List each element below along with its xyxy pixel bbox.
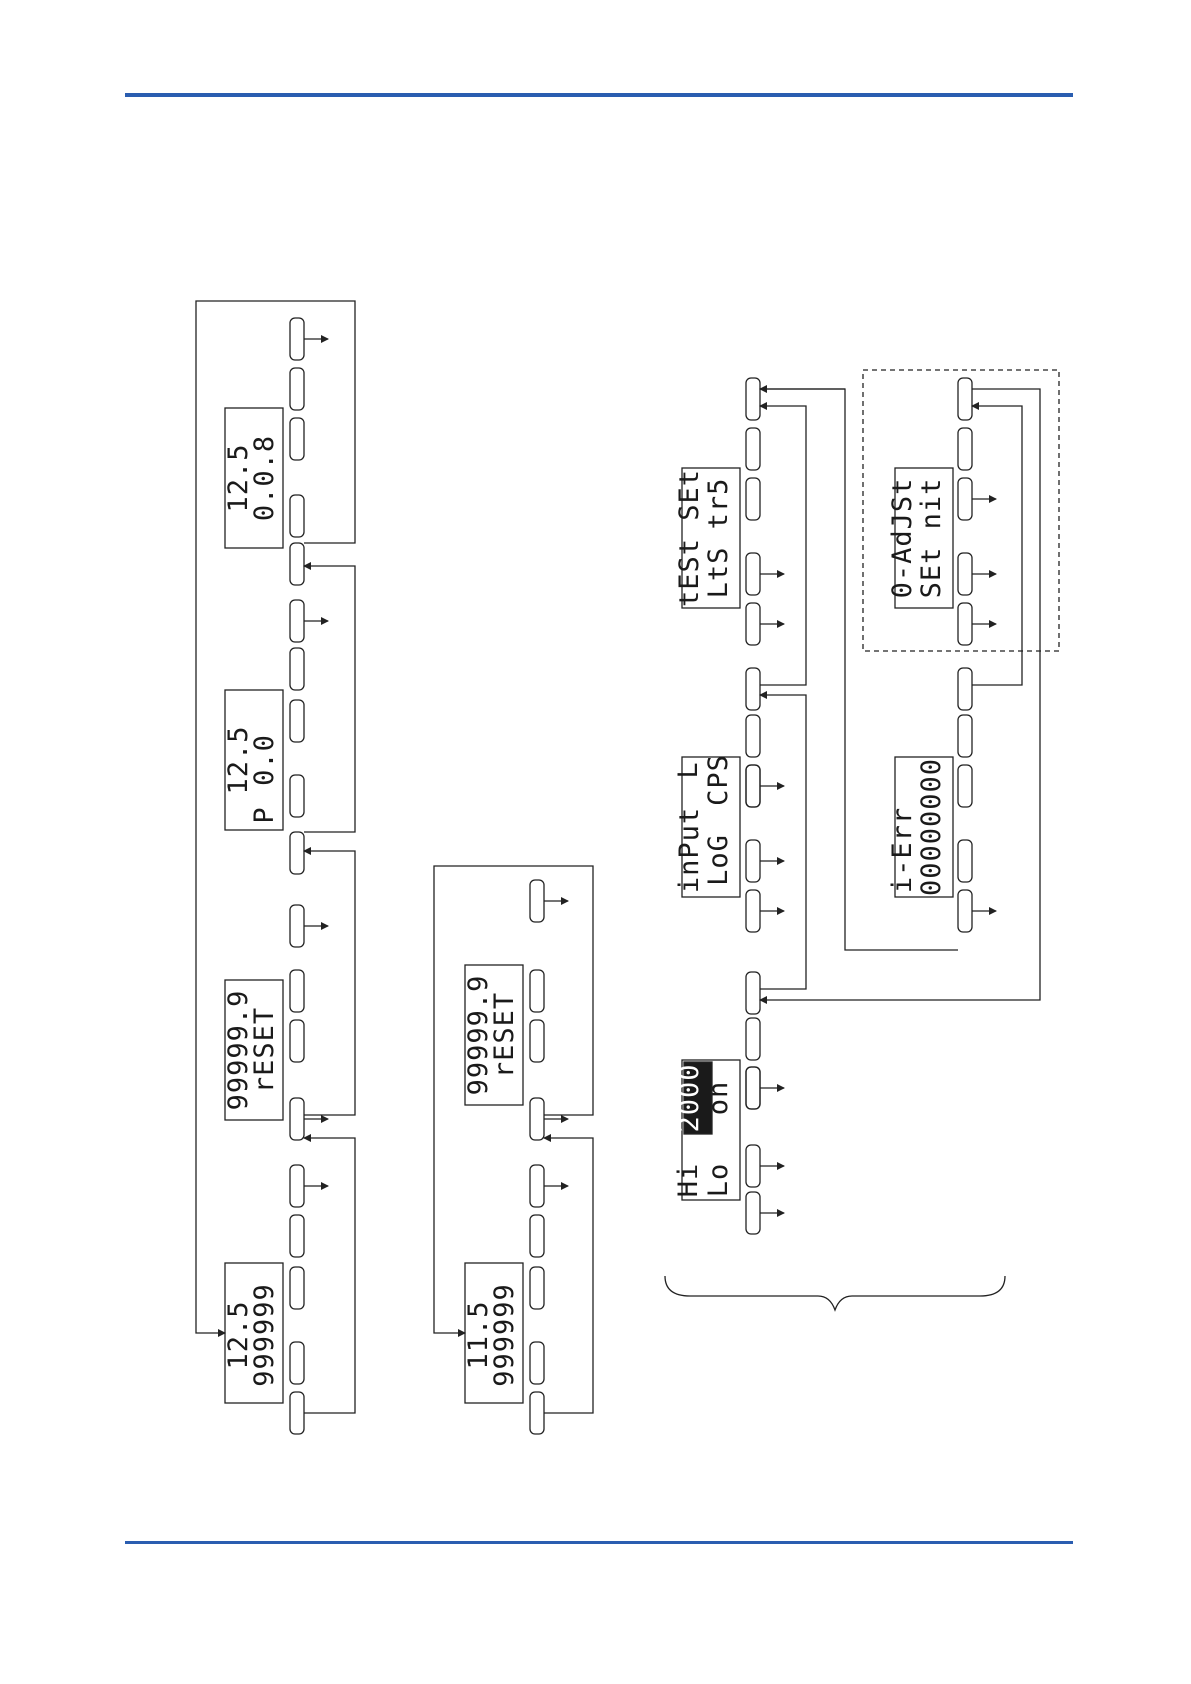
key-right-arrow [290,1098,304,1140]
lcd-line-4: Lo [703,1163,734,1198]
mode-key [290,1215,304,1257]
up-key [746,478,760,520]
key-right-arrow [746,603,760,645]
enter-key [290,832,304,874]
lcd-line-2: rESET [489,992,520,1078]
enter-key [530,1392,544,1434]
key-right-arrow [958,603,972,645]
up-key [746,765,760,807]
down-key [958,840,972,882]
key-right-arrow [746,765,760,807]
lcd-line-2: 0.0 [249,734,280,786]
up-key [958,765,972,807]
lcd-line-2: 999999 [489,1283,520,1387]
key-right-arrow [958,890,972,932]
enter-key [290,1392,304,1434]
key-right-arrow [290,318,304,360]
loop-path [972,406,1022,685]
lcd-line-2: 0.0.8 [249,435,280,521]
up-key [290,700,304,742]
curly-brace [665,1276,1005,1310]
mode-key [746,428,760,470]
mode-key [746,1067,760,1109]
key-right-arrow [746,840,760,882]
lcd-line-3: P [249,806,280,823]
mode-key [958,428,972,470]
up-key [290,1020,304,1062]
key-right-arrow [290,905,304,947]
key-right-arrow [530,1098,544,1140]
shift-key [530,1165,544,1207]
lcd-line-1: 2000 [674,1063,705,1132]
enter-key [746,378,760,420]
mode-key [746,715,760,757]
enter-key [958,378,972,420]
lcd-line-2: rESET [249,1007,280,1093]
lcd-line-1: 0-AdJSt [887,478,918,599]
up-key [746,1018,760,1060]
loop-path [544,1138,593,1413]
key-right-arrow [746,1192,760,1234]
key-right-arrow [746,1067,760,1109]
lcd-line-2: on [703,1081,734,1116]
enter-key [290,543,304,585]
mode-key [530,970,544,1012]
loop-path [304,1138,355,1413]
up-key [290,418,304,460]
down-key [290,495,304,537]
lcd-line-2: 00000000 [916,758,947,896]
loop-path [304,566,355,832]
key-right-arrow [746,1145,760,1187]
up-key [290,1267,304,1309]
key-right-arrow [290,600,304,642]
lcd-line-1: inPut [674,807,705,893]
key-right-arrow [958,553,972,595]
down-key [530,1342,544,1384]
key-right-arrow [746,553,760,595]
enter-key [746,668,760,710]
loop-path [760,406,806,685]
up-key [530,1020,544,1062]
enter-key [958,668,972,710]
down-key [290,775,304,817]
key-right-arrow [958,478,972,520]
lcd-line-2: SEt nit [916,478,947,599]
lcd-line-2: LoG [703,834,734,886]
shift-key [290,1165,304,1207]
mode-key [290,970,304,1012]
up-key [530,1267,544,1309]
lcd-line-2: 999999 [249,1283,280,1387]
lcd-line-4: CPS [703,754,734,806]
mode-key [290,648,304,690]
lcd-line-1: i-Err [887,807,918,893]
lcd-line-3: Hi [673,1163,704,1198]
down-key [290,1342,304,1384]
key-right-arrow [746,890,760,932]
mode-key [290,368,304,410]
mode-key [530,1215,544,1257]
loop-path [760,695,806,989]
key-right-arrow [530,880,544,922]
loop-path [304,851,355,1115]
lcd-line-1: tESt SEt [674,469,705,607]
enter-key [746,972,760,1014]
mode-key [958,715,972,757]
lcd-line-2: LtS tr5 [703,478,734,599]
lcd-line-3: L [673,761,704,778]
